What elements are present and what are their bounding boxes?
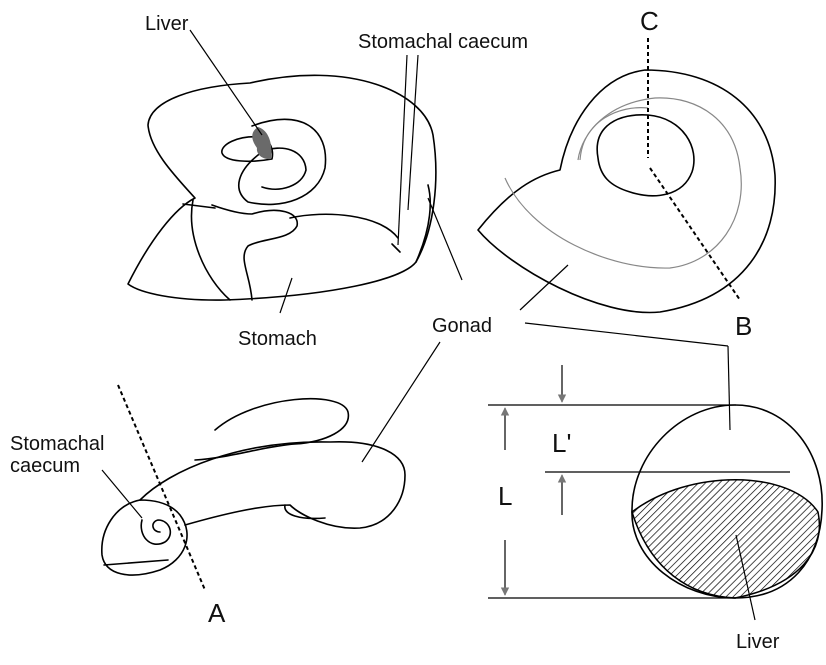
- leader-gonad-5: [728, 346, 730, 430]
- right-inner-spiral: [597, 115, 694, 196]
- stomach-lobe: [290, 214, 398, 238]
- caecum-line-b: [392, 244, 400, 252]
- leader-caecum-top-2: [408, 55, 418, 210]
- outer-coil: [128, 75, 436, 300]
- shell-top-right: [478, 70, 775, 312]
- outer-coil-side: [416, 185, 430, 262]
- section-line-a: [118, 385, 205, 590]
- bottom-stomach-edge: [285, 505, 325, 518]
- letter-c: C: [640, 6, 659, 36]
- liver-shaded: [252, 127, 271, 159]
- stomach-body: [192, 200, 230, 300]
- letter-b: B: [735, 311, 752, 341]
- leader-gonad-1: [428, 198, 462, 280]
- leader-gonad-2: [520, 265, 568, 310]
- right-gonad-line: [505, 98, 741, 268]
- label-stomachal-caecum-bottom-2: caecum: [10, 455, 80, 477]
- leader-gonad-4: [525, 323, 728, 346]
- label-stomach: Stomach: [238, 328, 317, 350]
- stomach-inner: [212, 205, 297, 300]
- upper-lobe: [195, 399, 348, 460]
- dim-label-l-prime: L': [552, 428, 571, 458]
- cross-section: [488, 365, 822, 598]
- shell-top-left: [128, 75, 436, 300]
- shell-bottom-left: [102, 385, 405, 590]
- leader-gonad-3: [362, 342, 440, 462]
- dim-label-l: L: [498, 481, 512, 511]
- label-stomachal-caecum-top: Stomachal caecum: [358, 31, 528, 53]
- leader-caecum-top-1: [398, 55, 407, 245]
- caecum-divide: [104, 560, 168, 565]
- label-liver-bottom: Liver: [736, 631, 780, 653]
- caecum-spiral: [141, 520, 170, 544]
- label-liver-top: Liver: [145, 13, 189, 35]
- caecum-line-a: [183, 204, 215, 208]
- label-gonad: Gonad: [432, 315, 492, 337]
- letter-a: A: [208, 598, 226, 628]
- leader-caecum-bottom: [102, 470, 142, 518]
- label-stomachal-caecum-bottom-1: Stomachal: [10, 433, 105, 455]
